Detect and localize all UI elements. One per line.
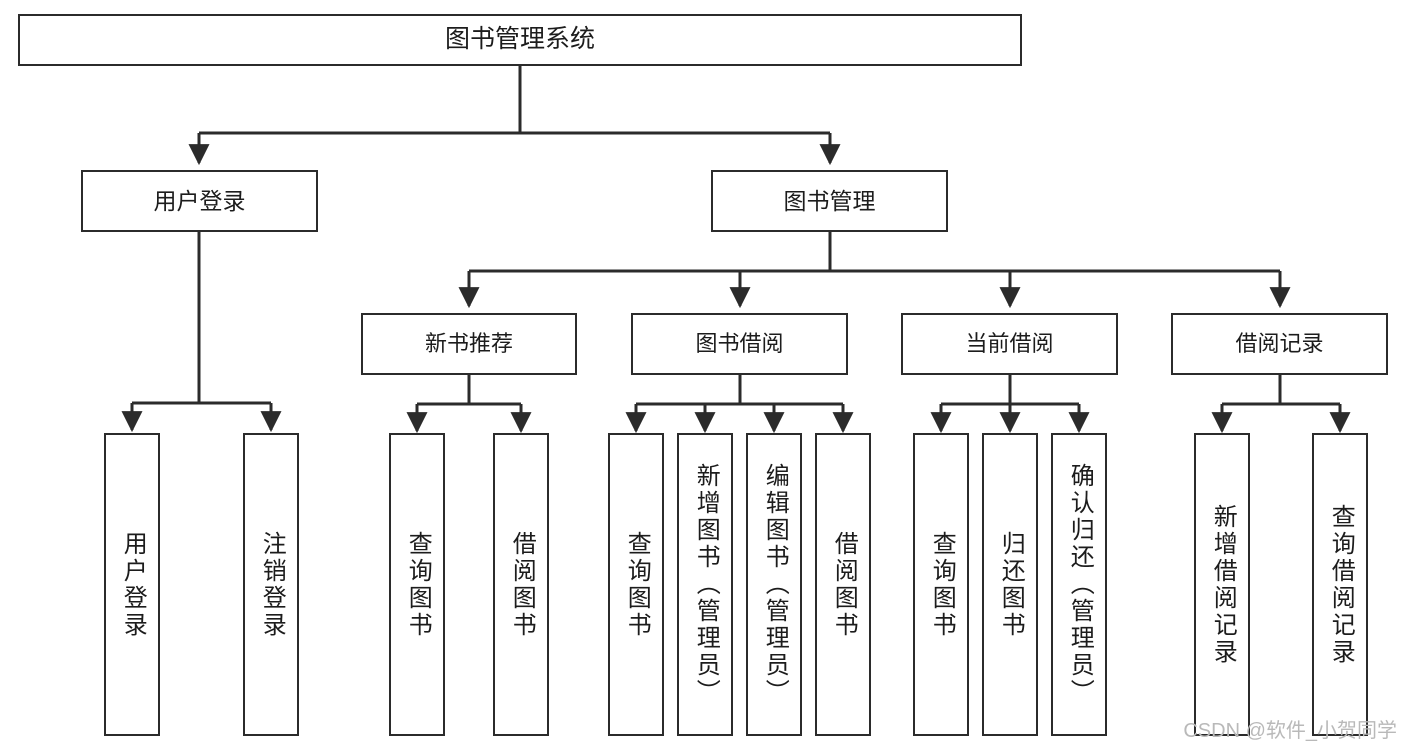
leaf-borrow-record-add[interactable]: 新增借阅记录: [1194, 433, 1250, 736]
node-user-login[interactable]: 用户登录: [81, 170, 318, 232]
leaf-book-borrow-borrow-label: 借阅图书: [830, 530, 858, 639]
leaf-user-login-logout[interactable]: 注销登录: [243, 433, 299, 736]
node-book-management[interactable]: 图书管理: [711, 170, 948, 232]
node-borrow-record[interactable]: 借阅记录: [1171, 313, 1388, 375]
leaf-borrow-record-query[interactable]: 查询借阅记录: [1312, 433, 1368, 736]
node-root[interactable]: 图书管理系统: [18, 14, 1022, 66]
node-user-login-label: 用户登录: [153, 187, 246, 214]
node-book-borrow-label: 图书借阅: [695, 331, 784, 357]
node-book-borrow[interactable]: 图书借阅: [631, 313, 848, 375]
leaf-book-borrow-add[interactable]: 新增图书（管理员）: [677, 433, 733, 736]
node-borrow-record-label: 借阅记录: [1235, 331, 1324, 357]
leaf-user-login-login[interactable]: 用户登录: [104, 433, 160, 736]
leaf-book-borrow-query[interactable]: 查询图书: [608, 433, 664, 736]
leaf-book-borrow-edit-label: 编辑图书（管理员）: [761, 463, 789, 706]
leaf-user-login-logout-label: 注销登录: [258, 530, 286, 639]
leaf-new-book-borrow-label: 借阅图书: [508, 530, 536, 639]
leaf-current-borrow-query-label: 查询图书: [928, 530, 956, 639]
node-book-management-label: 图书管理: [783, 187, 876, 214]
node-current-borrow-label: 当前借阅: [965, 331, 1054, 357]
leaf-new-book-query[interactable]: 查询图书: [389, 433, 445, 736]
leaf-book-borrow-borrow[interactable]: 借阅图书: [815, 433, 871, 736]
leaf-current-borrow-confirm-label: 确认归还（管理员）: [1066, 463, 1094, 706]
leaf-book-borrow-add-label: 新增图书（管理员）: [692, 463, 720, 706]
node-new-book-recommend-label: 新书推荐: [424, 331, 513, 357]
leaf-new-book-query-label: 查询图书: [404, 530, 432, 639]
leaf-user-login-login-label: 用户登录: [119, 530, 147, 639]
leaf-current-borrow-return[interactable]: 归还图书: [982, 433, 1038, 736]
node-root-label: 图书管理系统: [444, 25, 595, 54]
leaf-current-borrow-return-label: 归还图书: [997, 530, 1025, 639]
leaf-new-book-borrow[interactable]: 借阅图书: [493, 433, 549, 736]
leaf-current-borrow-query[interactable]: 查询图书: [913, 433, 969, 736]
leaf-book-borrow-edit[interactable]: 编辑图书（管理员）: [746, 433, 802, 736]
leaf-borrow-record-query-label: 查询借阅记录: [1327, 503, 1355, 666]
leaf-current-borrow-confirm[interactable]: 确认归还（管理员）: [1051, 433, 1107, 736]
node-current-borrow[interactable]: 当前借阅: [901, 313, 1118, 375]
leaf-book-borrow-query-label: 查询图书: [623, 530, 651, 639]
node-new-book-recommend[interactable]: 新书推荐: [361, 313, 577, 375]
watermark: CSDN @软件_小贺同学: [1183, 720, 1397, 742]
leaf-borrow-record-add-label: 新增借阅记录: [1209, 503, 1237, 666]
